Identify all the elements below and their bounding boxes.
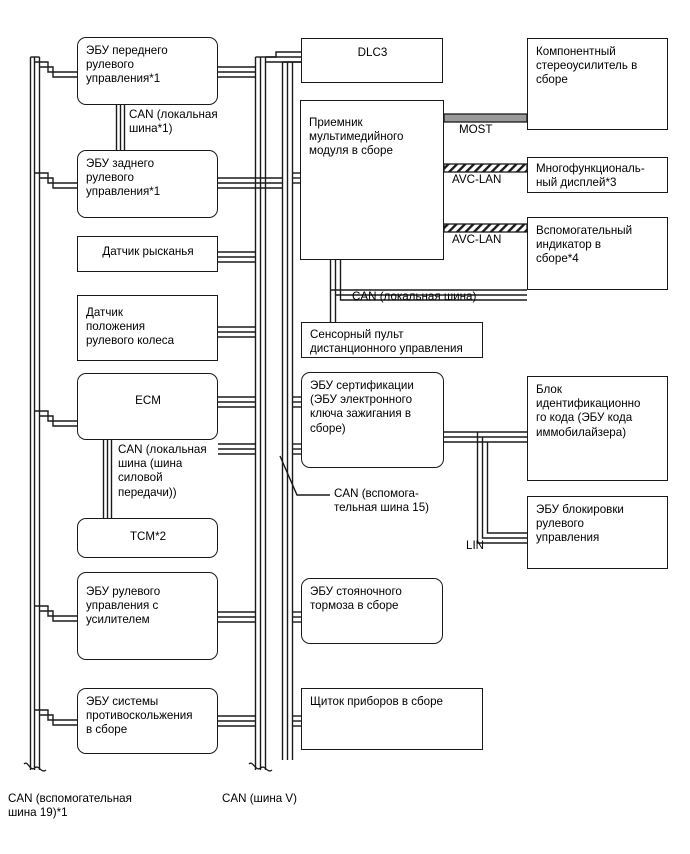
node-combination-meter[interactable]: Щиток приборов в сборе	[301, 688, 483, 750]
bus-label-can-aux-19: CAN (вспомогательная шина 19)*1	[8, 792, 132, 820]
left-main-bus	[23, 56, 47, 772]
link-steerpos-to-center	[218, 326, 256, 338]
bus-label-can-local-powertrain: CAN (локальная шина (шина силовой переда…	[118, 443, 207, 499]
node-stereo-amplifier[interactable]: Компонентный стереоусилитель в сборе	[527, 38, 668, 130]
node-multimedia-receiver[interactable]: Приемник мультимедийного модуля в сборе	[300, 100, 444, 260]
node-auxiliary-indicator[interactable]: Вспомогательный индикатор в сборе*4	[527, 217, 668, 290]
node-touch-remote-control[interactable]: Сенсорный пульт дистанционного управлени…	[301, 322, 483, 358]
lin-bus-link	[476, 432, 527, 544]
can-local-bus1-link	[115, 105, 126, 150]
link-riser-to-multimedia	[292, 172, 300, 184]
node-certification-ecu[interactable]: ЭБУ сертификации (ЭБУ электронного ключа…	[301, 372, 444, 468]
bus-label-avc-lan-1: AVC-LAN	[452, 173, 502, 186]
link-multimedia-local-bus	[329, 260, 527, 330]
node-yaw-sensor[interactable]: Датчик рысканья	[77, 236, 218, 272]
link-cert-to-idcode	[444, 431, 527, 443]
node-front-steering-ecu[interactable]: ЭБУ переднего рулевого управления*1	[77, 37, 218, 105]
node-skid-control-ecu[interactable]: ЭБУ системы противоскольжения в сборе	[77, 688, 218, 754]
center-main-bus	[248, 56, 273, 772]
node-power-steering-ecu[interactable]: ЭБУ рулевого управления с усилителем	[77, 572, 218, 660]
bus-label-can-aux-15: CAN (вспомога- тельная шина 15)	[334, 487, 430, 515]
avc-lan-bus-2	[443, 223, 528, 233]
node-multi-function-display[interactable]: Многофункциональ- ный дисплей*3	[527, 157, 668, 193]
bus-label-avc-lan-2: AVC-LAN	[452, 233, 502, 246]
link-powersteer-to-center	[218, 611, 256, 623]
can-aux15-leader	[279, 455, 330, 496]
link-center-to-parkingbrake	[292, 611, 301, 623]
bus-label-lin: LIN	[466, 539, 485, 552]
link-rear-steer-to-riser	[218, 177, 283, 189]
avc-lan-bus-1	[443, 163, 528, 173]
node-steering-lock-ecu[interactable]: ЭБУ блокировки рулевого управления	[527, 496, 668, 569]
node-tcm[interactable]: TCM*2	[77, 518, 218, 558]
bus-label-can-local-multimedia: CAN (локальная шина)	[352, 290, 477, 303]
node-steering-position-sensor[interactable]: Датчик положения рулевого колеса	[77, 295, 218, 361]
node-ecm[interactable]: ECM	[77, 373, 218, 440]
stub-left-ecm	[34, 410, 77, 427]
link-front-steer-to-center	[218, 66, 256, 78]
node-id-code-box[interactable]: Блок идентификационно го кода (ЭБУ кода …	[527, 376, 668, 481]
stub-left-power-steer	[34, 605, 77, 622]
link-center-to-combometer	[292, 715, 301, 727]
node-dlc3[interactable]: DLC3	[301, 38, 443, 83]
link-skid-to-center	[218, 715, 256, 727]
bus-label-can-bus-v: CAN (шина V)	[222, 792, 298, 805]
node-rear-steering-ecu[interactable]: ЭБУ заднего рулевого управления*1	[77, 150, 218, 218]
stub-left-front-steer	[34, 61, 77, 78]
node-parking-brake-ecu[interactable]: ЭБУ стояночного тормоза в сборе	[301, 578, 443, 644]
link-yaw-to-center	[218, 251, 256, 263]
can-local-powertrain-link	[102, 440, 113, 518]
link-center-to-cert	[292, 396, 301, 455]
link-ecm-to-cert	[218, 443, 256, 455]
stub-left-rear-steer	[34, 172, 77, 189]
most-bus-link	[443, 113, 528, 123]
link-ecm-to-center	[218, 396, 256, 408]
link-center-to-dlc3	[265, 51, 301, 63]
bus-label-most: MOST	[459, 123, 493, 136]
stub-left-skid	[34, 709, 77, 726]
bus-label-can-local-1: CAN (локальная шина*1)	[129, 108, 218, 136]
center-secondary-bus	[281, 62, 294, 760]
